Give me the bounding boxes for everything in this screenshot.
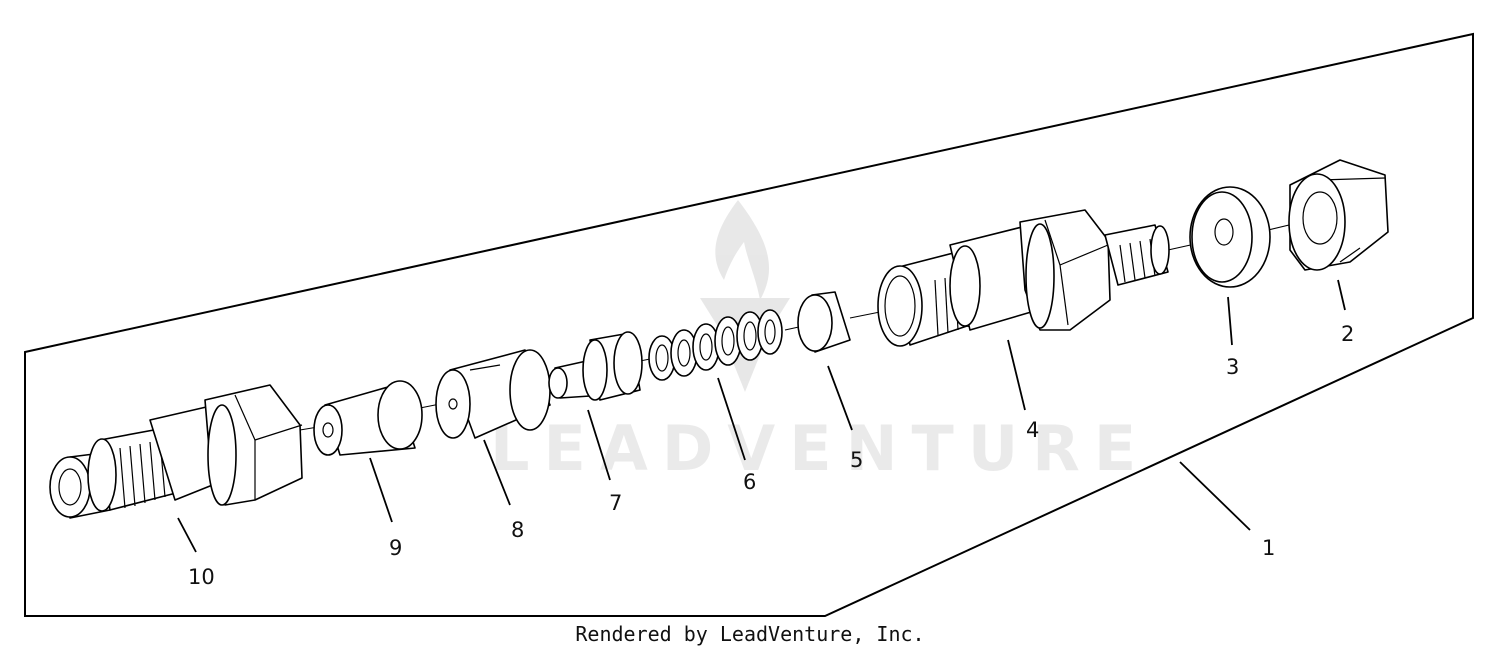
leader-line-8	[483, 439, 511, 506]
render-credit: Rendered by LeadVenture, Inc.	[575, 622, 925, 646]
leader-line-5	[827, 365, 853, 431]
callout-9: 9	[389, 536, 402, 560]
leader-line-2	[1337, 279, 1346, 311]
part-7-poppet	[548, 331, 643, 401]
part-9-valve-seat	[313, 380, 423, 456]
callout-1: 1	[1262, 536, 1275, 560]
callout-5: 5	[850, 448, 863, 472]
part-5-disc	[797, 291, 851, 353]
callout-8: 8	[511, 518, 524, 542]
callout-4: 4	[1026, 418, 1039, 442]
part-10-inlet-fitting	[49, 384, 303, 519]
part-2-hex-nut	[1288, 159, 1389, 271]
callout-2: 2	[1341, 322, 1354, 346]
leader-line-9	[369, 457, 393, 523]
leader-lines	[177, 279, 1346, 553]
leader-line-6	[717, 377, 746, 461]
part-4-valve-body	[877, 209, 1170, 347]
callout-10: 10	[188, 565, 215, 589]
leader-line-3	[1227, 296, 1233, 346]
part-3-washer	[1189, 186, 1271, 288]
part-6-spring	[648, 309, 783, 381]
watermark-text: LEADVENTURE	[490, 412, 1150, 485]
callout-7: 7	[609, 491, 622, 515]
leader-line-4	[1007, 339, 1026, 411]
callout-3: 3	[1226, 355, 1239, 379]
callout-6: 6	[743, 470, 756, 494]
leader-line-1	[1179, 461, 1251, 531]
leader-line-10	[177, 517, 197, 553]
leader-line-7	[587, 409, 611, 481]
